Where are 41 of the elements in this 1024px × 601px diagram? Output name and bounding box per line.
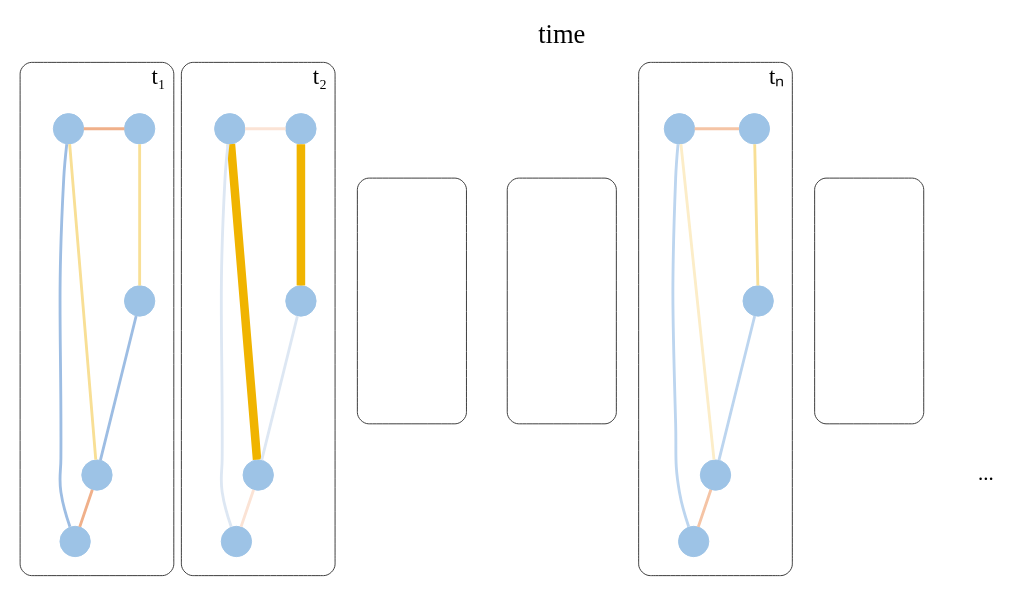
connector [78,489,94,528]
node-box [506,177,617,425]
node-circle [285,113,317,145]
connector [753,144,760,286]
node-circle [285,285,317,317]
node-box [814,177,925,425]
node-circle [678,525,710,558]
node-circle [663,113,696,145]
connector [83,127,125,131]
connector [717,315,757,461]
node-circle [214,113,246,145]
cluster: t₂ [180,61,336,577]
node-circle [59,525,91,558]
node-circle [124,285,156,317]
node-circle [699,459,732,491]
connector [260,315,299,461]
connector [226,143,262,461]
connector [219,143,233,528]
connector [671,144,691,528]
node-circle [81,459,113,491]
node-circle [220,525,253,558]
node-circle [742,285,774,317]
connector [239,489,255,528]
connector [245,127,286,131]
label: time [538,18,586,49]
node-circle [52,113,85,145]
connector [138,144,142,286]
connector [694,127,739,131]
connector [696,489,713,528]
node-box [356,177,467,425]
connector [99,315,138,461]
connector [296,144,306,286]
node-circle [738,113,771,145]
label: ... [978,461,994,486]
connector [58,143,72,528]
node-circle [242,459,274,491]
connector [679,143,716,460]
connector [68,144,98,460]
cluster: t₁ [19,61,175,577]
node-circle [124,113,156,145]
cluster: tₙ [638,61,793,577]
